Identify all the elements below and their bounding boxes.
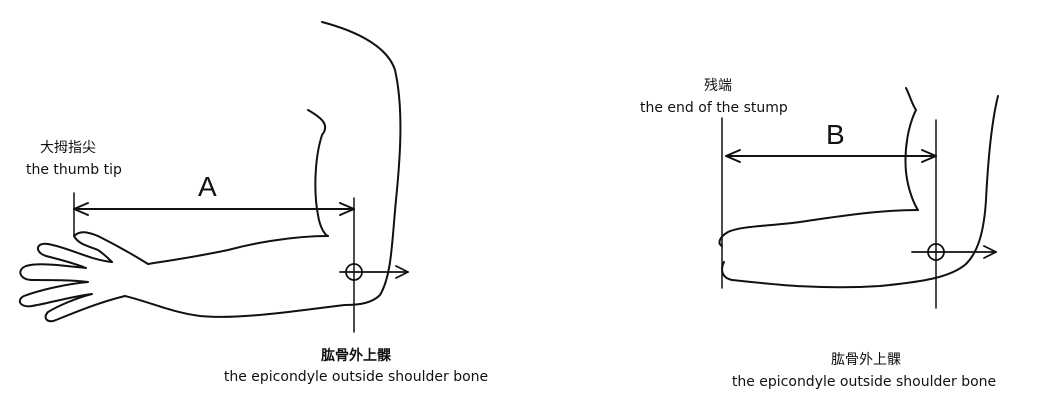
right-arrowhead-left xyxy=(725,149,741,163)
left-inner-arm-outline xyxy=(307,109,329,237)
right-epicondyle-label-cn: 肱骨外上髁 xyxy=(831,352,901,368)
left-thumb-tip-label-cn: 大拇指尖 xyxy=(40,140,96,156)
left-forearm-top-outline xyxy=(97,235,329,265)
left-thumb-outline xyxy=(73,231,113,263)
left-thumb-tip-label-en: the thumb tip xyxy=(26,162,122,178)
left-forearm-bottom-outline xyxy=(124,295,346,318)
right-stump-top-outline xyxy=(718,209,919,247)
right-epicondyle-label-en: the epicondyle outside shoulder bone xyxy=(731,374,997,390)
left-epicondyle-label-cn: 肱骨外上髁 xyxy=(321,348,391,364)
right-stump-end-label-en: the end of the stump xyxy=(640,100,788,116)
right-upper-arm-outline xyxy=(965,95,999,265)
right-inner-arm-outline xyxy=(904,87,919,211)
right-axis-arrowhead xyxy=(983,245,997,259)
right-stump-bottom-outline xyxy=(721,261,967,289)
left-dimension-label-a: A xyxy=(198,171,217,202)
left-fingers-outline xyxy=(18,242,126,323)
left-epicondyle-label-en: the epicondyle outside shoulder bone xyxy=(223,369,489,385)
right-stump-figure xyxy=(718,87,999,309)
left-arm-figure xyxy=(18,21,409,333)
left-axis-arrowhead xyxy=(395,265,409,279)
right-dimension-label-b: B xyxy=(826,119,845,150)
left-upper-arm-outline xyxy=(321,21,402,306)
right-stump-end-label-cn: 残端 xyxy=(704,78,732,94)
